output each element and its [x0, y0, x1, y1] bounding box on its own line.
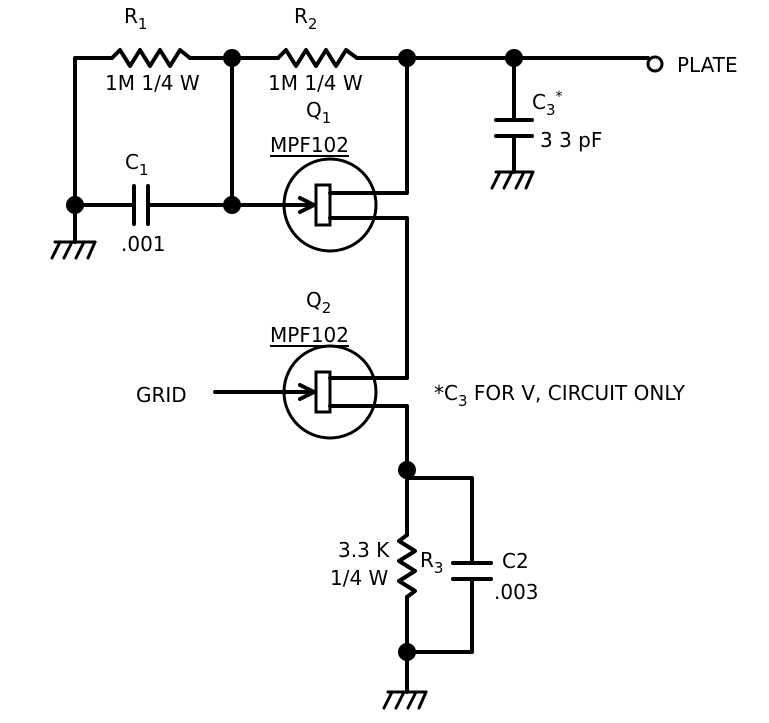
q2-letter: Q: [306, 288, 322, 312]
r3-letter: R: [420, 548, 434, 572]
c3-footnote: *C3 FOR V, CIRCUIT ONLY: [434, 381, 686, 409]
c3-name: C3*: [532, 89, 563, 118]
q1-letter: Q: [306, 98, 322, 122]
r2-resistor: [276, 48, 359, 68]
r1-name: R1: [124, 4, 147, 32]
r2-letter: R: [294, 4, 308, 28]
plate-label: PLATE: [677, 53, 738, 77]
r2-value: 1M 1/4 W: [268, 71, 363, 95]
footnote-text: FOR V, CIRCUIT ONLY: [473, 381, 686, 405]
c1-subscript: 1: [138, 161, 149, 179]
c3-capacitor: [490, 56, 535, 190]
c1-name: C1: [125, 150, 149, 178]
footnote-subscript: 3: [457, 392, 468, 410]
q2-subscript: 2: [321, 299, 332, 317]
r3-subscript: 3: [433, 559, 444, 577]
footnote-mark: *C: [434, 381, 458, 405]
q1-part: MPF102: [270, 133, 349, 157]
r1-value: 1M 1/4 W: [105, 71, 200, 95]
c2-value: .003: [494, 580, 539, 604]
r3-name: R3: [420, 548, 443, 576]
q2-name: Q2: [306, 288, 331, 316]
q1-subscript: 1: [321, 109, 332, 127]
c3-letter: C: [532, 90, 546, 114]
r3-value-2: 1/4 W: [330, 566, 389, 590]
r2-subscript: 2: [307, 15, 318, 33]
c3-subscript: 3: [545, 101, 556, 119]
r3-value-1: 3.3 K: [338, 538, 390, 562]
r2-name: R2: [294, 4, 317, 32]
c3-asterisk: *: [555, 89, 563, 105]
c3-value: 3 3 pF: [540, 128, 603, 152]
q1-name: Q1: [306, 98, 331, 126]
c1-capacitor: [73, 184, 234, 226]
r1-subscript: 1: [137, 15, 148, 33]
r1-resistor: [110, 48, 192, 68]
r3-c2-network: [382, 468, 493, 710]
c1-letter: C: [125, 150, 139, 174]
plate-terminal: [646, 55, 664, 73]
ground-symbol-left: [50, 203, 97, 260]
q2-part: MPF102: [270, 323, 349, 347]
r1-letter: R: [124, 4, 138, 28]
c2-name: C2: [502, 549, 529, 573]
grid-label: GRID: [136, 383, 187, 407]
q2-transistor: [213, 344, 409, 472]
c1-value: .001: [121, 232, 166, 256]
q1-transistor: [230, 56, 409, 380]
